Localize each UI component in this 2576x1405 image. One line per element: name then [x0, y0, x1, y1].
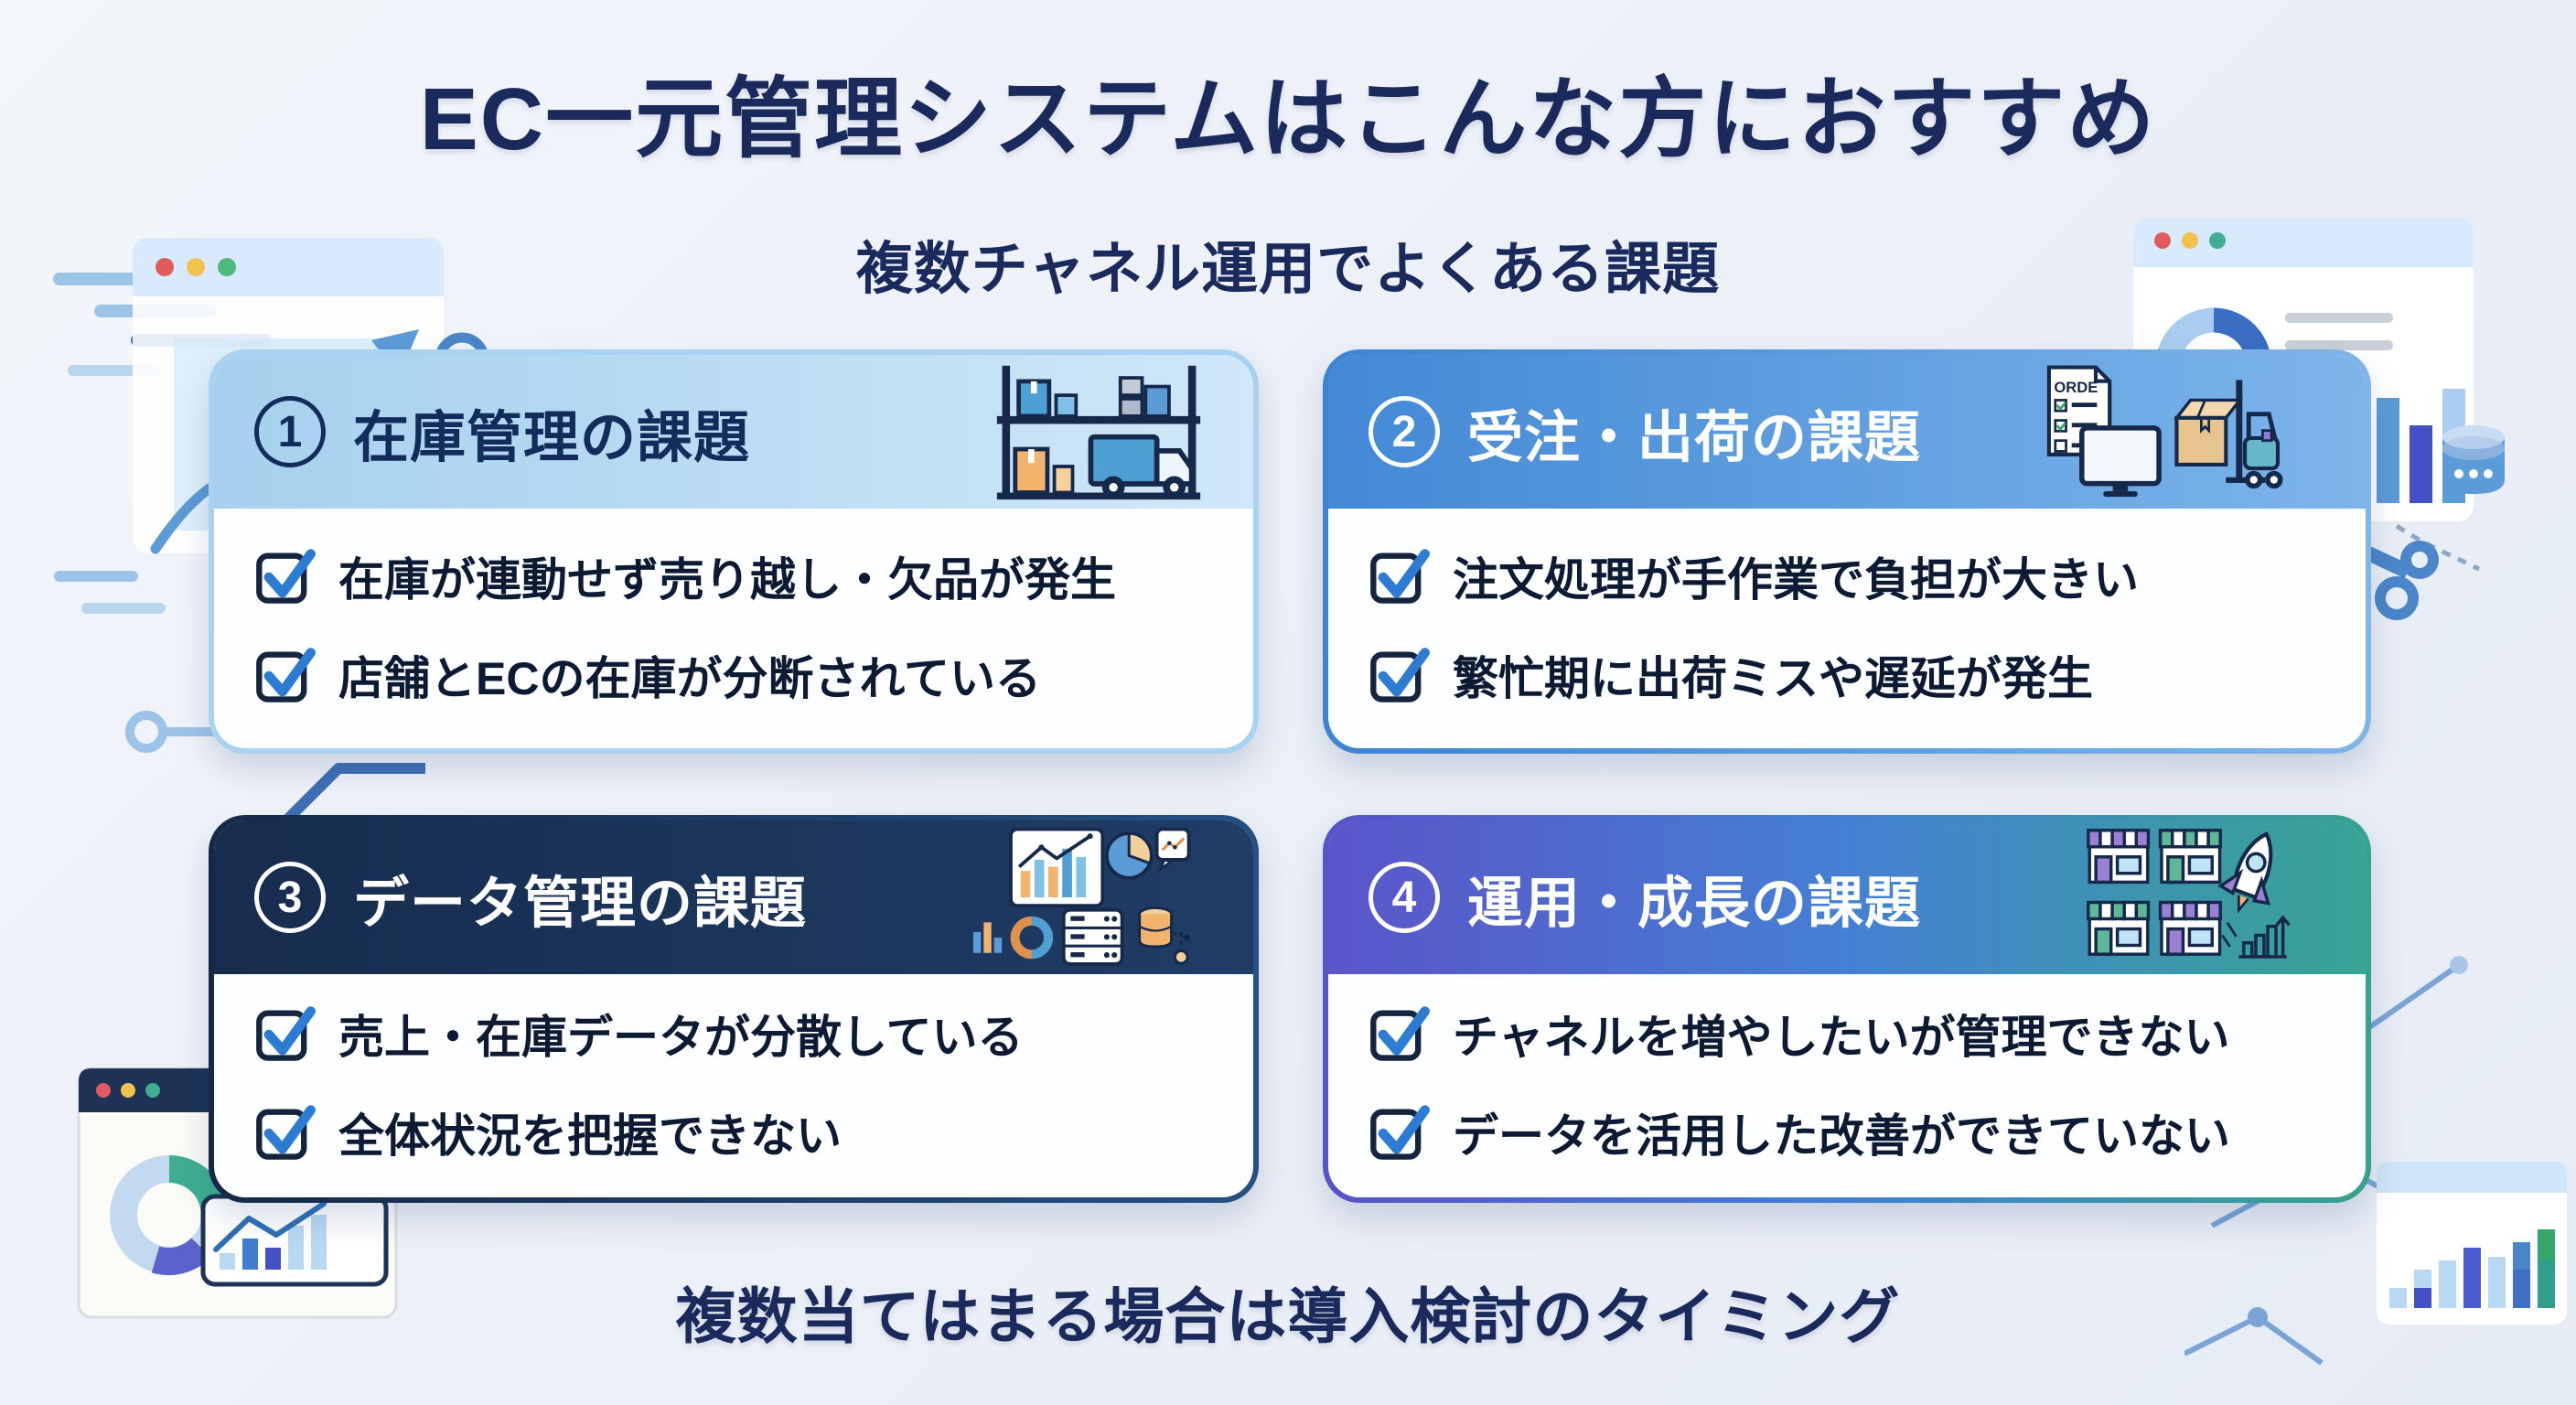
- page-title: EC一元管理システムはこんな方におすすめ: [419, 70, 2157, 168]
- checkbox-checked-icon: [1370, 549, 1430, 604]
- card-data-management-issues: 3 データ管理の課題: [209, 815, 1259, 1203]
- card-inventory-checklist: 在庫が連動せず売り越し・欠品が発生 店舗とECの在庫が分断されている: [214, 509, 1253, 748]
- check-item-label: データを活用した改善ができていない: [1453, 1110, 2230, 1162]
- check-item: 在庫が連動せず売り越し・欠品が発生: [254, 543, 1226, 609]
- checkbox-checked-icon: [256, 1105, 316, 1160]
- check-item: 売上・在庫データが分散している: [254, 1001, 1226, 1067]
- check-item-label: 店舗とECの在庫が分断されている: [338, 653, 1041, 704]
- check-item-label: チャネルを増やしたいが管理できない: [1453, 1012, 2230, 1063]
- order-doc-text: ORDE: [2054, 379, 2098, 396]
- card-order-header: 2 受注・出荷の課題 ORDE: [1328, 355, 2366, 509]
- bottom-left-bar-chart-panel-decoration: [200, 1194, 389, 1287]
- order-monitor-box-forklift-icon: ORDE: [2005, 362, 2325, 501]
- card-growth-header: 4 運用・成長の課題: [1328, 820, 2366, 974]
- card-title: 運用・成長の課題: [1467, 871, 1922, 934]
- check-item: 注文処理が手作業で負担が大きい: [1368, 543, 2338, 609]
- card-title: データ管理の課題: [353, 871, 808, 934]
- check-item-label: 在庫が連動せず売り越し・欠品が発生: [338, 554, 1116, 606]
- check-item: 繁忙期に出荷ミスや遅延が発生: [1368, 642, 2338, 708]
- card-number-badge: 2: [1368, 396, 1440, 467]
- storefronts-rocket-icon: [2051, 828, 2325, 967]
- card-number-badge: 3: [254, 862, 326, 933]
- checkbox-checked-icon: [1370, 1006, 1430, 1061]
- checkbox-checked-icon: [256, 1006, 316, 1061]
- warehouse-shelf-truck-icon: [984, 362, 1213, 501]
- check-item-label: 全体状況を把握できない: [338, 1110, 842, 1162]
- card-order-shipping-issues: 2 受注・出荷の課題 ORDE: [1323, 349, 2371, 754]
- charts-server-database-icon: [948, 828, 1213, 967]
- check-item: データを活用した改善ができていない: [1368, 1099, 2338, 1165]
- card-data-header: 3 データ管理の課題: [214, 820, 1253, 974]
- check-item-label: 売上・在庫データが分散している: [338, 1012, 1024, 1063]
- card-inventory-issues: 1 在庫管理の課題: [209, 349, 1259, 754]
- card-number-badge: 1: [254, 396, 326, 467]
- checkbox-checked-icon: [1370, 648, 1430, 702]
- check-item: 店舗とECの在庫が分断されている: [254, 642, 1226, 708]
- check-item-label: 注文処理が手作業で負担が大きい: [1453, 554, 2139, 606]
- card-growth-checklist: チャネルを増やしたいが管理できない データを活用した改善ができていない: [1328, 974, 2366, 1197]
- checkbox-checked-icon: [1370, 1105, 1430, 1160]
- checkbox-checked-icon: [256, 648, 316, 702]
- card-number-badge: 4: [1368, 862, 1440, 933]
- checkbox-checked-icon: [256, 549, 316, 604]
- card-title: 受注・出荷の課題: [1467, 405, 1922, 468]
- footer-note: 複数当てはまる場合は導入検討のタイミング: [675, 1282, 1901, 1350]
- card-inventory-header: 1 在庫管理の課題: [214, 355, 1253, 509]
- card-operations-growth-issues: 4 運用・成長の課題: [1323, 815, 2371, 1203]
- check-item-label: 繁忙期に出荷ミスや遅延が発生: [1453, 653, 2093, 704]
- card-data-checklist: 売上・在庫データが分散している 全体状況を把握できない: [214, 974, 1253, 1197]
- check-item: チャネルを増やしたいが管理できない: [1368, 1001, 2338, 1067]
- card-order-checklist: 注文処理が手作業で負担が大きい 繁忙期に出荷ミスや遅延が発生: [1328, 509, 2366, 748]
- page-subtitle: 複数チャネル運用でよくある課題: [855, 238, 1721, 301]
- card-title: 在庫管理の課題: [353, 405, 751, 468]
- check-item: 全体状況を把握できない: [254, 1099, 1226, 1165]
